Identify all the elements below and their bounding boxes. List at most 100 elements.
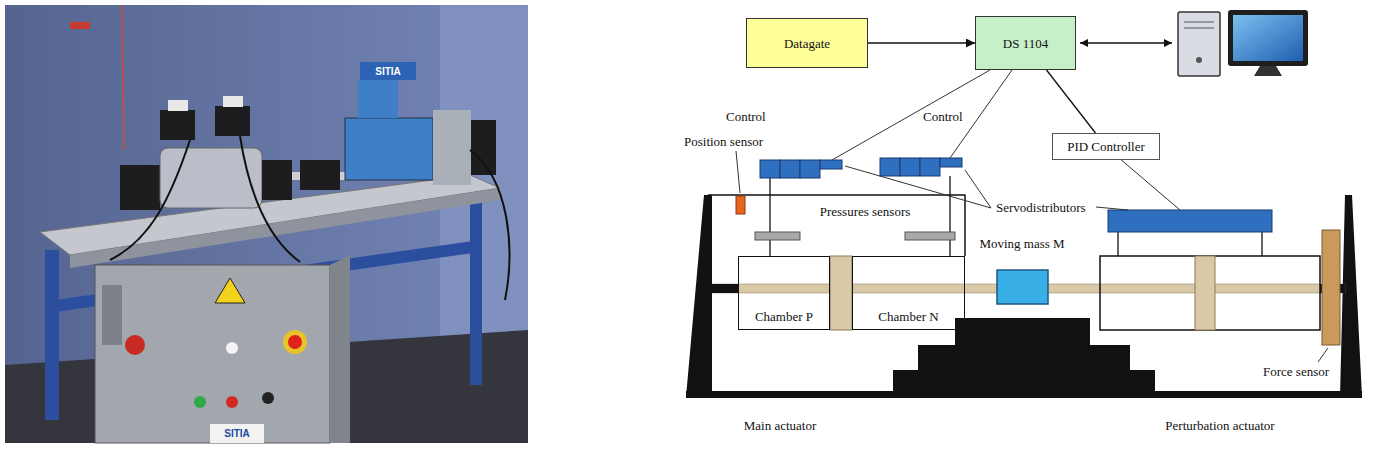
test-bench-photo <box>470 150 509 300</box>
test-bench-photo <box>120 165 160 210</box>
test-bench-photo <box>223 96 243 107</box>
test-bench-photo <box>5 5 528 443</box>
pneumatic-pipe <box>1117 232 1118 256</box>
test-bench-photo <box>215 106 250 136</box>
position-sensor <box>736 196 745 214</box>
leader-line <box>1318 348 1328 362</box>
servodistributor <box>780 160 800 178</box>
main-cylinder <box>830 256 852 330</box>
chamber-box: Chamber N <box>852 256 965 330</box>
test-bench-photo <box>210 424 264 443</box>
connector <box>868 42 975 43</box>
test-bench-photo <box>70 22 90 29</box>
pid-box: PID Controller <box>1052 133 1160 160</box>
test-bench-photo <box>194 396 206 408</box>
servodistributor <box>900 158 920 176</box>
test-bench-photo <box>215 278 245 303</box>
bench-frame <box>686 195 712 397</box>
test-bench-photo <box>168 100 188 111</box>
test-bench-photo <box>95 265 330 443</box>
source-box: Datagate <box>746 18 868 68</box>
computer-icon <box>1233 15 1303 61</box>
perturbation-cylinder <box>1195 256 1215 330</box>
section-label: Main actuator <box>743 418 818 433</box>
test-bench-photo <box>160 110 195 140</box>
servodistributor <box>800 160 820 178</box>
box-text: Datagate <box>784 36 830 51</box>
bench-frame <box>708 195 965 256</box>
pressure-sensor <box>905 232 955 240</box>
test-bench-photo <box>288 335 302 349</box>
test-bench-photo <box>358 80 398 118</box>
part-label: Position sensor <box>683 134 764 149</box>
leader-line <box>845 166 991 208</box>
bench-frame <box>1340 195 1362 397</box>
position-sensor <box>736 196 745 214</box>
test-bench-photo <box>471 120 496 175</box>
control-wire <box>832 70 990 160</box>
part-label: Moving mass M <box>978 236 1065 251</box>
part-label: Force sensor <box>1262 364 1330 379</box>
servodistributor <box>760 158 1272 232</box>
section-label: Perturbation actuator <box>1164 418 1275 433</box>
computer-icon <box>1196 57 1202 63</box>
main-cylinder <box>830 256 852 330</box>
leader-line <box>736 151 740 193</box>
computer-icon <box>1254 66 1282 76</box>
brand-text: SITIA <box>223 426 251 441</box>
force-sensor <box>1322 230 1340 345</box>
pneumatic-pipe <box>1261 232 1262 256</box>
perturbation-cylinder <box>1100 256 1320 330</box>
test-bench-photo <box>345 118 433 180</box>
test-bench-photo <box>262 392 274 404</box>
leader-line <box>736 151 1328 362</box>
computer-icon <box>1228 10 1308 66</box>
connector <box>1047 70 1096 133</box>
data-link-arrow <box>1080 42 1172 43</box>
test-bench-photo <box>283 330 307 354</box>
test-bench-photo <box>226 342 238 354</box>
test-bench-photo <box>226 396 238 408</box>
servodistributor <box>820 160 842 169</box>
signal-label: Control <box>725 109 767 124</box>
control-wire <box>832 70 1180 210</box>
bench-frame <box>686 391 1362 398</box>
test-bench-photo <box>5 5 528 443</box>
data-link-arrow <box>1080 43 1172 44</box>
piston-rod <box>706 284 738 293</box>
perturbation-cylinder <box>1100 256 1320 330</box>
computer-icon <box>1178 12 1220 76</box>
moving-mass <box>997 270 1048 304</box>
servodistributor <box>1108 210 1272 232</box>
signal-label: Control <box>922 109 964 124</box>
leader-line <box>965 170 991 208</box>
computer-icon <box>1178 10 1308 76</box>
test-bench-photo <box>262 160 292 200</box>
part-label: Servodistributors <box>995 200 1087 215</box>
test-bench-photo <box>470 190 482 385</box>
box-text: DS 1104 <box>1003 36 1048 51</box>
servodistributor <box>940 158 962 167</box>
test-bench-photo <box>122 5 124 150</box>
computer-icon <box>1184 28 1214 29</box>
chamber-box: Chamber P <box>738 256 830 330</box>
bench-frame <box>686 195 1362 398</box>
test-bench-photo <box>433 110 471 185</box>
box-text: PID Controller <box>1067 139 1145 154</box>
servodistributor <box>880 158 900 176</box>
force-sensor <box>1322 230 1340 345</box>
box-text: Chamber N <box>878 309 938 324</box>
test-bench-photo <box>125 335 145 355</box>
part-label: Pressures sensors <box>819 204 912 219</box>
pneumatic-pipe <box>949 176 950 256</box>
test-bench-photo <box>300 160 340 190</box>
servodistributor <box>760 160 780 178</box>
computer-icon <box>1184 22 1214 23</box>
test-bench-photo <box>110 140 190 260</box>
box-text: Chamber P <box>755 309 813 324</box>
